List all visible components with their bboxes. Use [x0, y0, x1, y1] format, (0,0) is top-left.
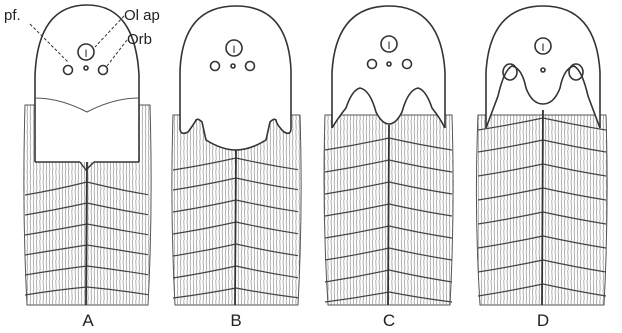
ocellus-mark-c: I — [387, 40, 390, 52]
label-orb: Orb — [127, 31, 152, 48]
ocellus-mark-b: I — [232, 44, 235, 56]
panel-label-c: C — [383, 311, 395, 330]
panel-d-head: I — [486, 6, 600, 128]
ocellus-mark-d: I — [541, 42, 544, 54]
ocellus-mark-a: I — [84, 48, 87, 60]
label-ol-ap: Ol ap — [124, 7, 160, 24]
panel-a: I pf. Ol ap Orb A — [4, 5, 160, 330]
label-pf: pf. — [4, 7, 21, 24]
panel-c-head: I — [332, 6, 445, 128]
panel-a-head: I — [35, 5, 139, 170]
panel-label-b: B — [230, 311, 241, 330]
panel-d: I D — [476, 6, 607, 330]
panel-label-a: A — [82, 311, 94, 330]
panel-b: I B — [172, 6, 301, 330]
panel-c-body — [324, 115, 453, 305]
panel-label-d: D — [537, 311, 549, 330]
panel-c: I C — [324, 6, 453, 330]
panel-d-body — [476, 105, 607, 305]
